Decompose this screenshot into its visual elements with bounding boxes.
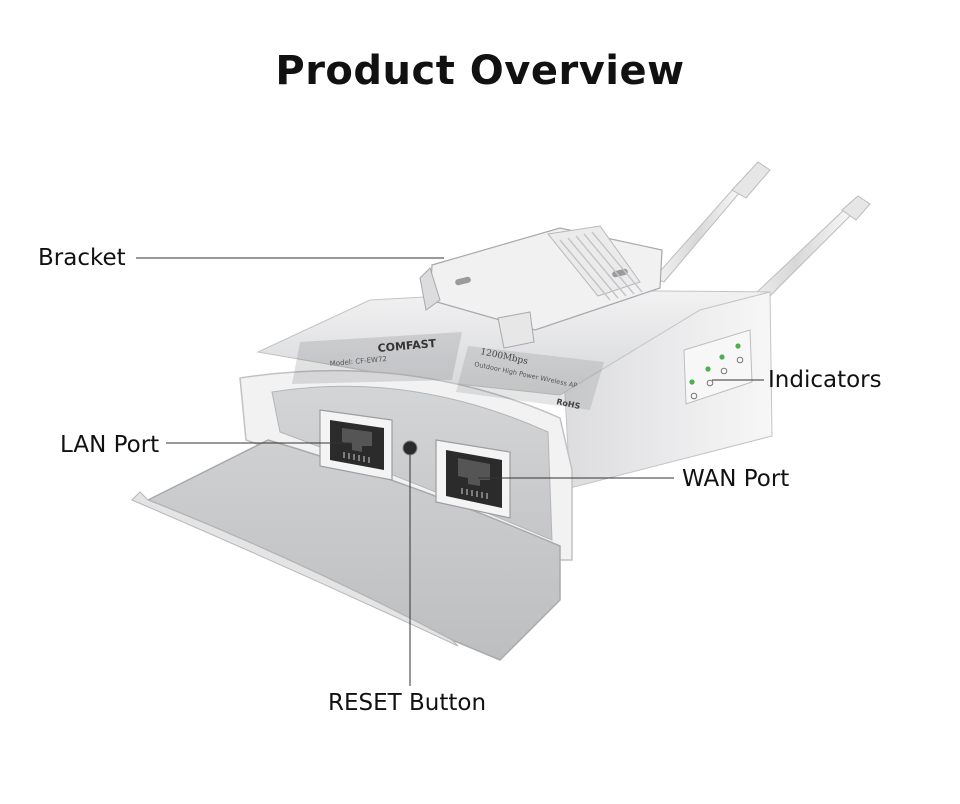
indicator-icon <box>706 379 714 387</box>
callout-lan-port: LAN Port <box>60 432 160 458</box>
indicator-icon <box>690 392 698 400</box>
indicator-led <box>705 366 711 372</box>
brand-text: COMFAST <box>377 337 437 355</box>
callout-reset-button: RESET Button <box>328 690 487 716</box>
indicator-icon <box>720 367 728 375</box>
antenna-left <box>653 161 771 283</box>
callout-bracket: Bracket <box>38 245 126 271</box>
bracket-plate <box>419 225 663 349</box>
callout-wan-port: WAN Port <box>682 466 790 492</box>
reset-button-hole <box>402 440 418 456</box>
wan-port <box>435 439 511 519</box>
page-title: Product Overview <box>275 48 685 94</box>
callout-indicators: Indicators <box>768 367 882 393</box>
indicator-led <box>689 379 695 385</box>
device-lid-edge <box>131 491 459 647</box>
bracket-grip-ribs <box>559 231 643 301</box>
indicator-icon <box>736 356 744 364</box>
device-label-sticker: COMFAST Model: CF-EW72 1200Mbps Outdoor … <box>292 332 604 411</box>
indicator-led <box>735 343 741 349</box>
lan-port <box>319 409 393 481</box>
indicator-led <box>719 354 725 360</box>
indicator-panel <box>683 329 753 405</box>
